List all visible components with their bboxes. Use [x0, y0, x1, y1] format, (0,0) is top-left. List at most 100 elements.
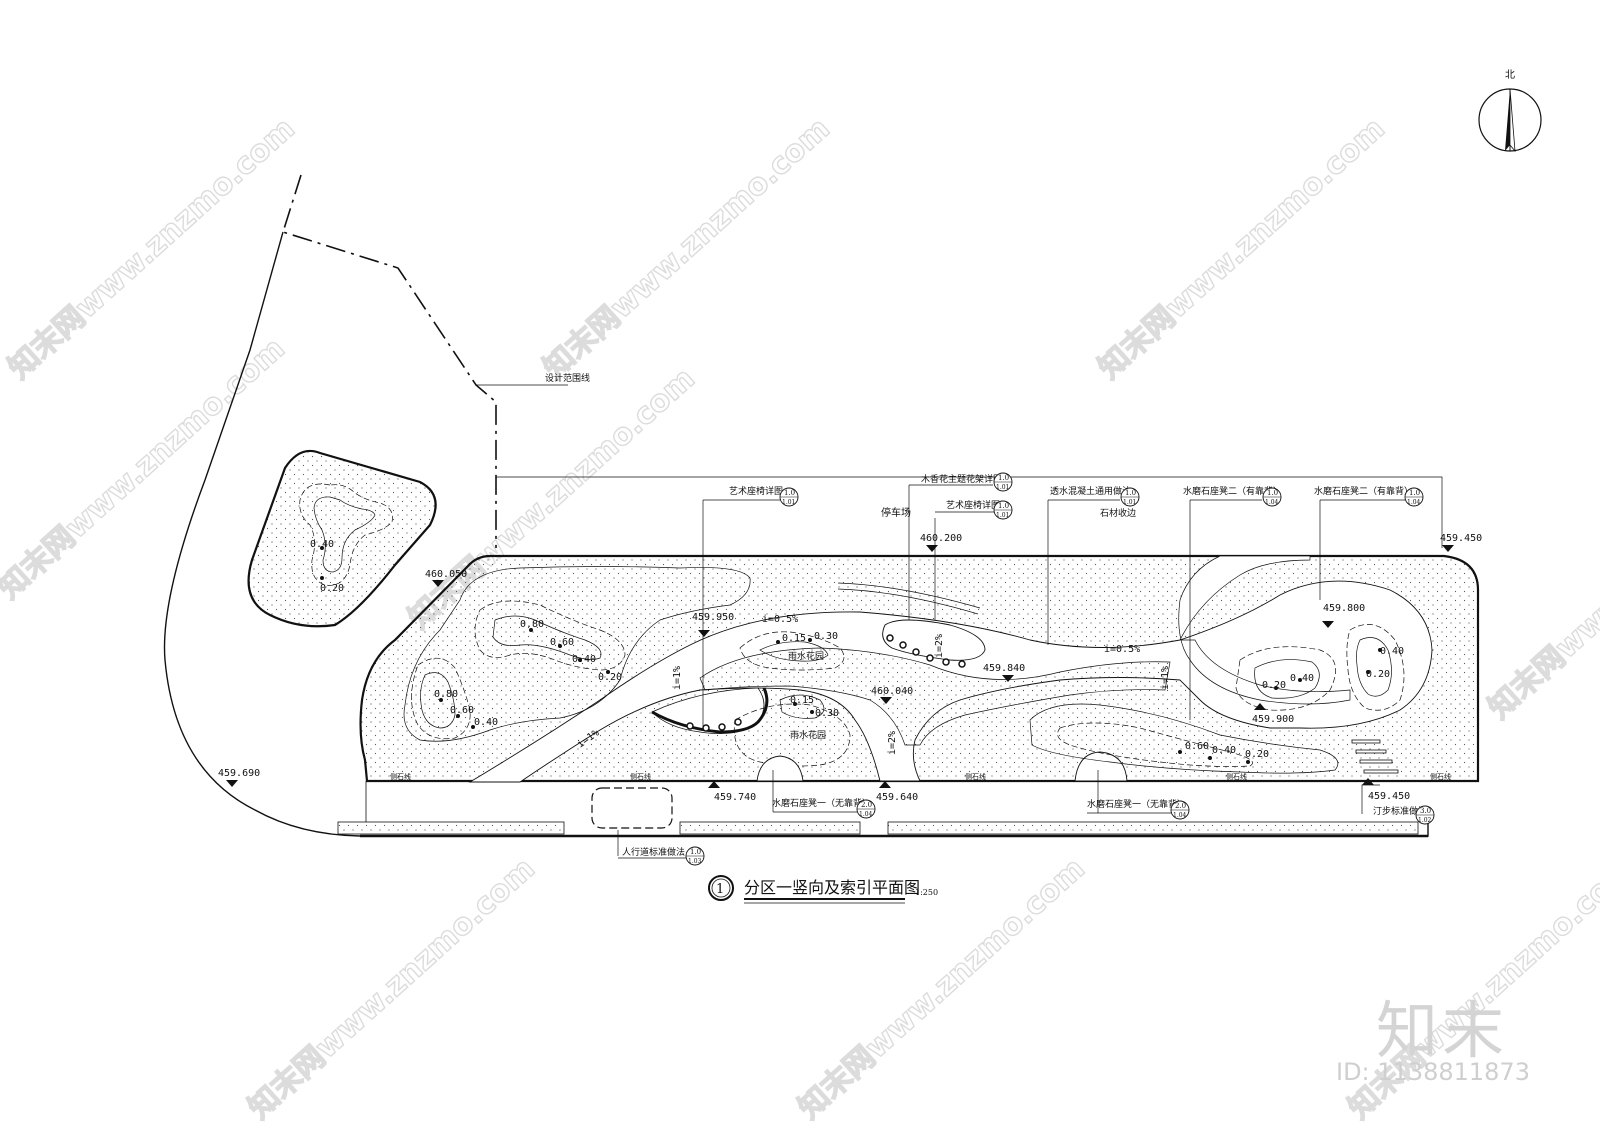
curb-label: 侧石线	[1226, 772, 1247, 781]
depth-label: 0.20	[1366, 669, 1390, 680]
depth-label: 0.20	[1245, 749, 1269, 760]
leader-lines	[496, 476, 1443, 856]
callout-index-bottom: 1.01	[1123, 499, 1136, 506]
depth-label: 0.15	[782, 633, 806, 644]
callout-text: 石材收边	[1100, 507, 1136, 519]
elevation-label: 459.950	[692, 612, 734, 623]
triangle-planter: 0.40 0.20	[247, 449, 437, 628]
callout-index-top: 2.0	[1175, 802, 1186, 810]
callout-text: 水磨石座凳一（无靠背）	[1087, 798, 1186, 810]
stepping-stones	[1351, 739, 1399, 774]
callout-concrete: 透水混凝土通用做法 1.0 1.01 石材收边	[1048, 485, 1140, 519]
callout-group: 艺术座椅详图 1.0 1.01 木香花主题花架详图 1.0 1.01 艺术座椅详…	[618, 472, 1435, 866]
title-text: 分区一竖向及索引平面图	[744, 878, 920, 897]
callout-text: 人行道标准做法	[622, 846, 685, 858]
elevation-label: 459.690	[218, 768, 260, 779]
title-scale: 1:250	[915, 888, 938, 897]
depth-label: 0.20	[320, 583, 344, 594]
watermark-text: 知末网www.znzmo.com	[1482, 451, 1600, 726]
depth-label: 0.15	[790, 695, 814, 706]
callout-text: 汀步标准做法	[1373, 805, 1427, 817]
callout-index-bottom: 1.04	[1265, 499, 1279, 506]
rain-garden-label: 雨水花园	[790, 729, 826, 741]
callout-bench-1b: 水磨石座凳一（无靠背） 2.0 1.04	[1087, 798, 1190, 820]
depth-label: 0.80	[434, 689, 458, 700]
curb-labels: 侧石线 侧石线 侧石线 侧石线 侧石线	[390, 772, 1451, 781]
elevation-label: 459.740	[714, 792, 756, 803]
curb-label: 侧石线	[630, 772, 651, 781]
slope-label: i=0.5%	[1104, 644, 1140, 655]
callout-pergola: 木香花主题花架详图 1.0 1.01	[909, 472, 1013, 492]
watermark-text: 知末网www.znzmo.com	[242, 851, 542, 1126]
road-edge	[163, 231, 1429, 837]
callout-index-bottom: 1.03	[688, 858, 702, 865]
depth-label: 0.40	[310, 539, 334, 550]
callout-index-bottom: 1.01	[996, 484, 1009, 491]
callout-index-top: 1.0	[1409, 489, 1420, 497]
boundary-label: 设计范围线	[545, 372, 590, 384]
callout-index-bottom: 1.01	[782, 499, 795, 506]
callout-text: 木香花主题花架详图	[921, 473, 1002, 485]
brand-watermark: 知末	[1376, 994, 1509, 1067]
depth-label: 0.60	[450, 705, 474, 716]
main-site	[359, 554, 1480, 783]
elevation-label: 460.050	[425, 569, 467, 580]
depth-label: 0.20	[598, 672, 622, 683]
callout-sidewalk: 人行道标准做法 1.0 1.03	[618, 846, 705, 866]
slope-label: i=1%	[672, 666, 683, 690]
depth-label: 0.40	[474, 717, 498, 728]
watermark-text: 知末网www.znzmo.com	[1092, 111, 1392, 386]
curb-label: 侧石线	[390, 772, 411, 781]
callout-index-top: 3.0	[1420, 807, 1431, 815]
callout-bench-1a: 水磨石座凳一（无靠背） 2.0 1.04	[772, 797, 876, 819]
callout-index-top: 1.0	[998, 502, 1009, 510]
depth-label: 0.30	[814, 631, 838, 642]
elevation-markers: 460.050 459.950 460.200 459.450 459.800 …	[218, 533, 1482, 803]
callout-bench-2a: 水磨石座凳二（有靠背） 1.0 1.04	[1183, 485, 1282, 507]
rain-garden-label: 雨水花园	[788, 650, 824, 662]
callout-index-top: 1.0	[1125, 489, 1136, 497]
callout-art-seat-2: 艺术座椅详图 1.0 1.01	[935, 499, 1013, 520]
north-arrow: 北	[1478, 69, 1542, 153]
depth-label: 0.40	[1380, 646, 1404, 657]
callout-text: 艺术座椅详图	[729, 485, 783, 497]
elevation-label: 459.640	[876, 792, 918, 803]
curb-label: 侧石线	[1430, 772, 1451, 781]
bollards	[886, 634, 966, 668]
curb-label: 侧石线	[965, 772, 986, 781]
callout-index-bottom: 1.04	[859, 811, 873, 818]
callout-stepping: 汀步标准做法 3.0 1.02	[1373, 805, 1435, 825]
slope-label: i=2%	[934, 634, 945, 658]
depth-label: 0.30	[815, 708, 839, 719]
callout-index-bottom: 1.04	[1407, 499, 1421, 506]
watermark-text: 知末网www.znzmo.com	[0, 331, 292, 606]
callout-text: 透水混凝土通用做法	[1050, 485, 1131, 497]
depth-label: 0.60	[550, 637, 574, 648]
drawing-title: 1 分区一竖向及索引平面图 1:250	[708, 875, 938, 904]
callout-index-top: 2.0	[861, 801, 872, 809]
callout-index-bottom: 1.02	[1418, 817, 1432, 824]
depth-label: 0.40	[1212, 745, 1236, 756]
callout-index-bottom: 1.01	[996, 512, 1009, 519]
elevation-label: 459.840	[983, 663, 1025, 674]
callout-bench-2b: 水磨石座凳二（有靠背） 1.0 1.04	[1314, 485, 1424, 507]
callout-index-bottom: 1.04	[1173, 812, 1187, 819]
watermark-text: 知末网www.znzmo.com	[537, 111, 837, 386]
design-boundary: 设计范围线	[281, 174, 590, 548]
callout-text: 水磨石座凳二（有靠背）	[1183, 485, 1282, 497]
depth-label: 0.60	[1185, 741, 1209, 752]
elevation-label: 459.800	[1323, 603, 1365, 614]
slope-label: i=1%	[1160, 666, 1171, 690]
slope-label: i=0.5%	[762, 614, 798, 625]
depth-label: 0.20	[1262, 680, 1286, 691]
elevation-label: 460.040	[871, 686, 913, 697]
sidewalk	[337, 781, 1428, 838]
depth-labels: 0.80 0.60 0.40 0.20 0.80 0.60 0.40 0.15 …	[434, 619, 1404, 760]
depth-label: 0.80	[520, 619, 544, 630]
id-label: ID: 1138811873	[1336, 1058, 1530, 1086]
callout-index-top: 1.0	[690, 848, 701, 856]
callout-text: 水磨石座凳一（无靠背）	[772, 797, 871, 809]
elevation-label: 459.450	[1440, 533, 1482, 544]
callout-text: 水磨石座凳二（有靠背）	[1314, 485, 1413, 497]
